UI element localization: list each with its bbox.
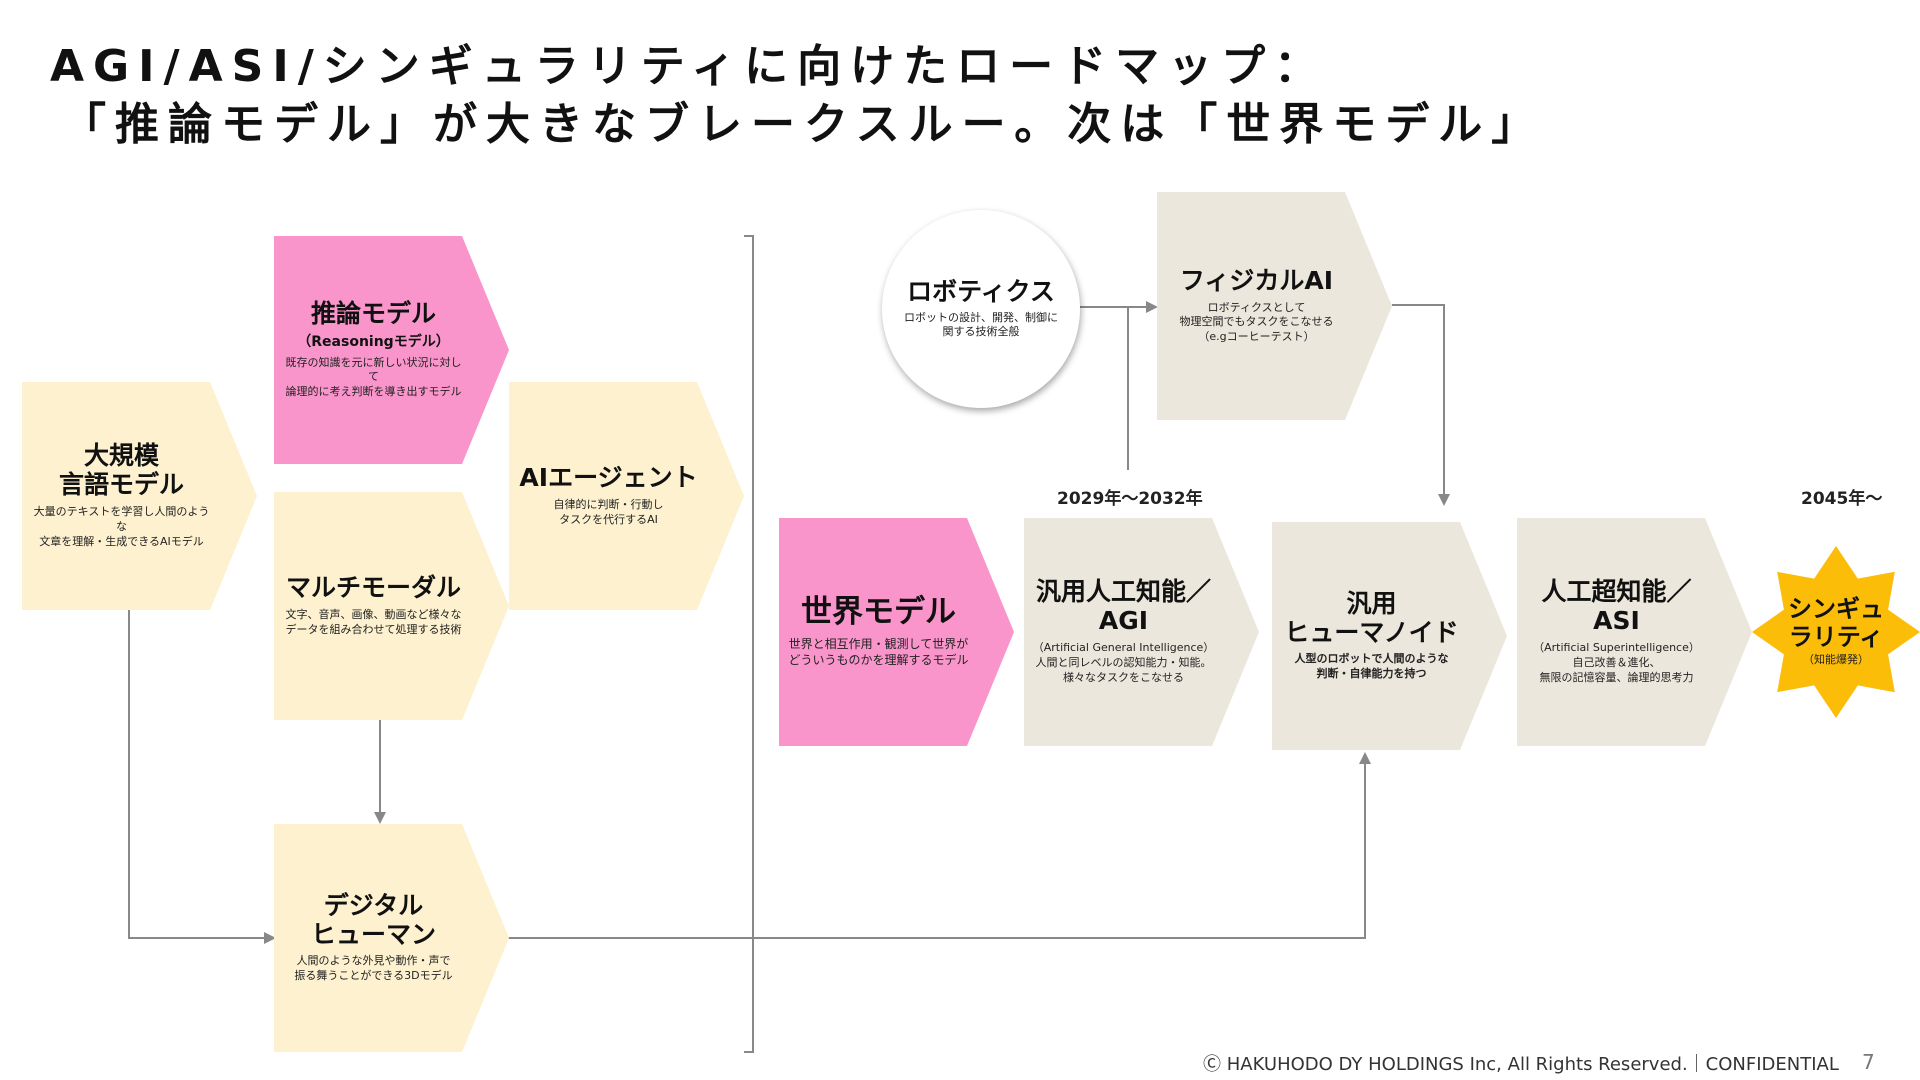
page-title-line-1: AGI/ASI/シンギュラリティに向けたロードマップ： — [50, 41, 1328, 92]
node-digital-human: デジタル ヒューマン 人間のような外見や動作・声で 振る舞うことができる3Dモデ… — [274, 824, 509, 1052]
group-bracket — [744, 235, 754, 1053]
node-agi: 汎用人工知能／ AGI （Artificial General Intellig… — [1024, 518, 1259, 746]
node-description: 自律的に判断・行動し タスクを代行するAI — [553, 498, 664, 526]
node-description: 大量のテキストを学習し人間のような 文章を理解・生成できるAIモデル — [33, 504, 210, 548]
arrow-digital-human-to-humanoid — [505, 752, 1371, 939]
node-description: 世界と相互作用・観測して世界が どういうものかを理解するモデル — [788, 637, 969, 668]
node-singularity: シンギュ ラリティ （知能爆発） — [1752, 546, 1920, 718]
node-title: 汎用 ヒューマノイド — [1284, 588, 1459, 647]
node-title: フィジカルAI — [1179, 265, 1334, 295]
node-title: 人工超知能／ ASI — [1541, 577, 1692, 636]
node-asi: 人工超知能／ ASI （Artificial Superintelligence… — [1517, 518, 1752, 746]
timeline-year-agi: 2029年～2032年 — [1057, 489, 1203, 509]
node-description: 人型のロボットで人間のような 判断・自律能力を持つ — [1294, 652, 1449, 681]
node-robotics: ロボティクス ロボットの設計、開発、制御に 関する技術全般 — [882, 210, 1080, 408]
node-subtitle: （知能爆発） — [1803, 653, 1869, 667]
node-description: ロボティクスとして 物理空間でもタスクをこなせる （e.gコーヒーテスト） — [1179, 300, 1334, 344]
node-subtitle: （Reasoningモデル） — [297, 333, 450, 350]
node-title: シンギュ ラリティ — [1788, 594, 1884, 651]
node-description: 文字、音声、画像、動画など様々な データを組み合わせて処理する技術 — [285, 608, 462, 636]
timeline-year-singularity: 2045年～ — [1801, 489, 1883, 509]
node-general-humanoid: 汎用 ヒューマノイド 人型のロボットで人間のような 判断・自律能力を持つ — [1272, 522, 1507, 750]
arrow-llm-to-digital-human — [128, 610, 276, 944]
node-title: AIエージェント — [519, 463, 698, 493]
node-description: ロボットの設計、開発、制御に 関する技術全般 — [904, 310, 1058, 339]
node-reasoning-model: 推論モデル （Reasoningモデル） 既存の知識を元に新しい状況に対して 論… — [274, 236, 509, 464]
node-world-model: 世界モデル 世界と相互作用・観測して世界が どういうものかを理解するモデル — [779, 518, 1014, 746]
footer-copyright: Ⓒ HAKUHODO DY HOLDINGS Inc, All Rights R… — [1203, 1054, 1839, 1075]
node-title: ロボティクス — [907, 276, 1055, 306]
page-number: 7 — [1862, 1050, 1875, 1074]
node-description: （Artificial Superintelligence） 自己改善＆進化、 … — [1533, 640, 1700, 684]
node-title: 汎用人工知能／ AGI — [1035, 577, 1211, 636]
node-description: 既存の知識を元に新しい状況に対して 論理的に考え判断を導き出すモデル — [285, 355, 462, 399]
node-title: 世界モデル — [801, 594, 956, 631]
node-title: デジタル ヒューマン — [310, 890, 436, 949]
node-description: （Artificial General Intelligence） 人間と同レベ… — [1032, 640, 1215, 684]
node-multimodal: マルチモーダル 文字、音声、画像、動画など様々な データを組み合わせて処理する技… — [274, 492, 509, 720]
node-title: 推論モデル — [310, 298, 436, 328]
node-title: 大規模 言語モデル — [58, 441, 184, 500]
node-ai-agent: AIエージェント 自律的に判断・行動し タスクを代行するAI — [509, 382, 744, 610]
node-description: 人間のような外見や動作・声で 振る舞うことができる3Dモデル — [294, 954, 453, 983]
arrow-physical-ai-to-humanoid — [1392, 304, 1450, 506]
node-physical-ai: フィジカルAI ロボティクスとして 物理空間でもタスクをこなせる （e.gコーヒ… — [1157, 192, 1392, 420]
node-large-language-model: 大規模 言語モデル 大量のテキストを学習し人間のような 文章を理解・生成できるA… — [22, 382, 257, 610]
page-title-line-2: 「推論モデル」が大きなブレークスルー。次は「世界モデル」 — [62, 99, 1545, 150]
node-title: マルチモーダル — [285, 573, 461, 603]
